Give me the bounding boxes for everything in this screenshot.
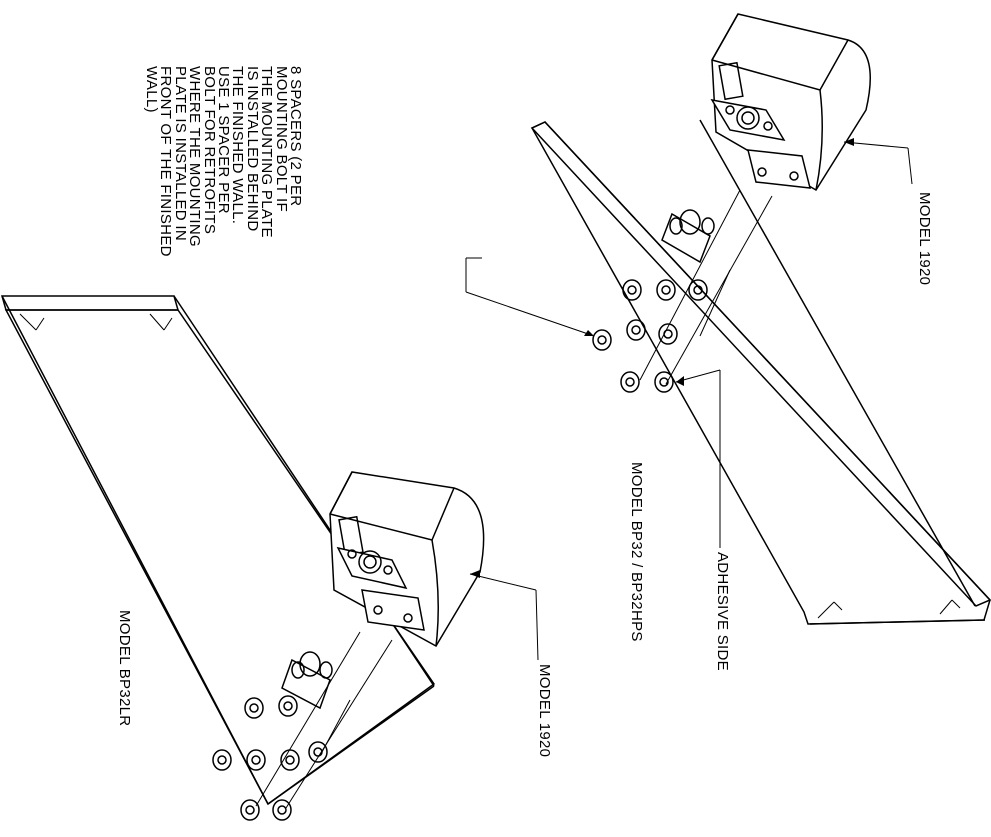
spacers-top: [592, 189, 773, 393]
leaders-top: [465, 138, 913, 548]
model-1920-bottom-label: MODEL 1920: [536, 664, 553, 758]
mounting-plate-bp32: [530, 119, 991, 625]
model-1920-top-label: MODEL 1920: [916, 192, 933, 286]
spacers-bottom: [212, 631, 393, 821]
model-bp32lr-label: MODEL BP32LR: [116, 610, 133, 727]
leaders-bottom: [469, 570, 539, 661]
adhesive-side-label: ADHESIVE SIDE: [714, 552, 731, 671]
model-1920-top-unit: [710, 13, 872, 192]
mounting-plate-bp32lr: [1, 295, 436, 806]
model-1920-bottom-unit: [329, 471, 485, 648]
spacers-note-label: 8 SPACERS (2 PER MOUNTING BOLT IF THE MO…: [142, 66, 304, 257]
model-bp32-label: MODEL BP32 / BP32HPS: [628, 462, 645, 642]
